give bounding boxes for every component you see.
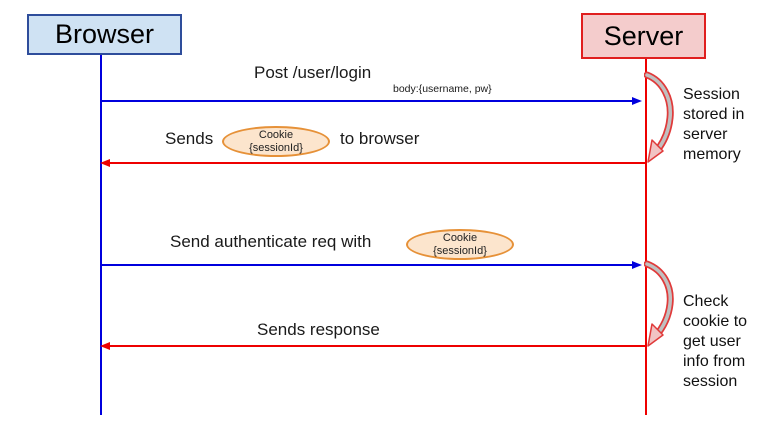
note-session-stored: Session stored in server memory [683, 86, 745, 163]
server-self-loop-arrow-icon-2 [644, 260, 674, 347]
message-1-arrow-line [101, 100, 633, 102]
message-3-arrowhead-icon [632, 260, 642, 269]
message-2-arrow-line [110, 162, 646, 164]
message-1-arrowhead-icon [632, 96, 642, 105]
actor-browser-box: Browser [27, 14, 182, 55]
message-4-arrowhead-icon [100, 341, 110, 350]
cookie-1-value: {sessionId} [249, 141, 303, 154]
actor-server-box: Server [581, 13, 706, 59]
actor-server-label: Server [603, 20, 684, 51]
note-check-cookie: Check cookie to get user info from sessi… [683, 293, 748, 390]
message-1-label: Post /user/login [254, 63, 372, 82]
server-lifeline [645, 59, 647, 415]
message-3-prefix: Send authenticate req with [170, 232, 372, 251]
message-2-suffix: to browser [340, 129, 420, 148]
cookie-token-1: Cookie {sessionId} [222, 126, 330, 157]
cookie-2-title: Cookie [442, 232, 478, 244]
message-2-arrowhead-icon [100, 158, 110, 167]
cookie-1-title: Cookie [258, 129, 294, 141]
cookie-2-value: {sessionId} [433, 244, 487, 257]
cookie-token-2: Cookie {sessionId} [406, 229, 514, 260]
server-self-loop-arrow-icon-1 [644, 71, 674, 163]
browser-lifeline [100, 55, 102, 415]
message-3-arrow-line [101, 264, 633, 266]
message-4-label: Sends response [257, 320, 380, 339]
message-2-prefix: Sends [165, 129, 214, 148]
message-1-sublabel: body:{username, pw} [393, 83, 492, 95]
message-4-arrow-line [110, 345, 646, 347]
actor-browser-label: Browser [54, 19, 155, 49]
